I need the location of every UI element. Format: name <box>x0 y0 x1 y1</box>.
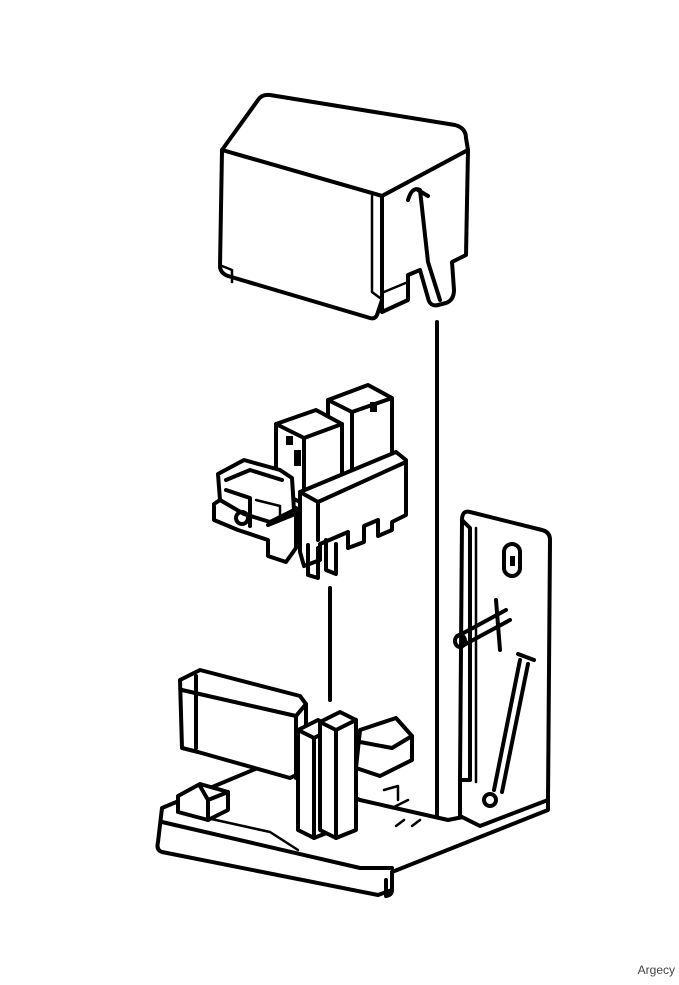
watermark-text: Argecy <box>637 963 675 977</box>
base-bracket-part <box>155 509 552 898</box>
explode-lines <box>328 320 439 820</box>
cover-part <box>218 92 470 321</box>
switch-assembly-part <box>212 383 408 580</box>
